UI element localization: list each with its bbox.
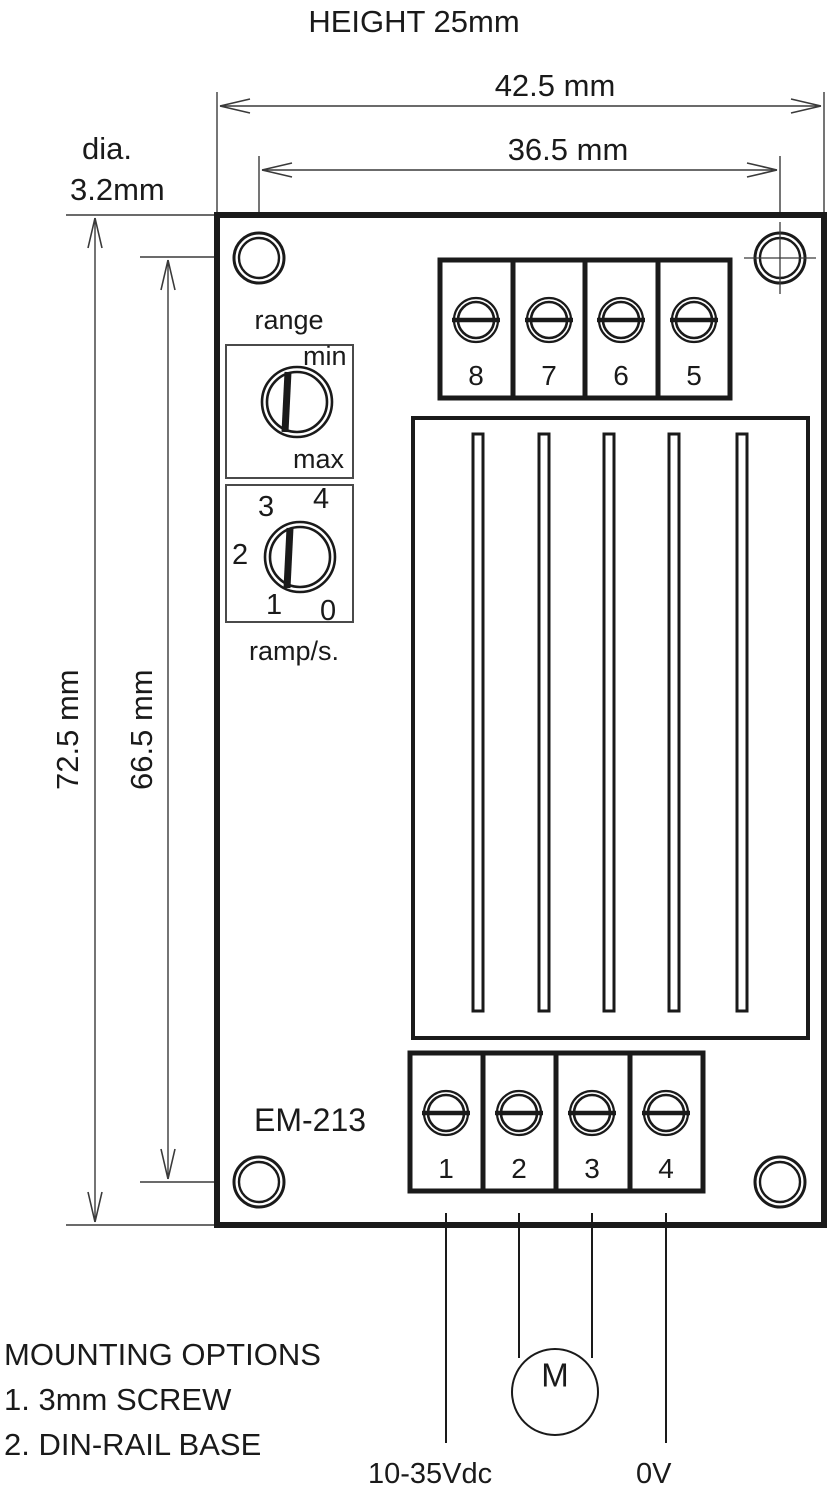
- ramp-dial-scale-0: 0: [320, 595, 337, 627]
- dim-overall-height-label: 72.5 mm: [50, 669, 85, 790]
- terminal-block-top: [437, 257, 733, 401]
- terminal-label-7: 7: [541, 360, 557, 391]
- ramp-dial-scale-1: 1: [266, 589, 283, 621]
- motor-symbol: [511, 1348, 599, 1436]
- mounting-hole-top-right: [744, 222, 816, 294]
- terminal-screw-4: [642, 1089, 690, 1137]
- terminal-label-6: 6: [613, 360, 629, 391]
- mounting-hole-bottom-right: [753, 1155, 807, 1209]
- dim-hole-spacing-height-label: 66.5 mm: [124, 669, 159, 790]
- range-dial-knob: [260, 365, 334, 439]
- terminal-screw-7: [525, 296, 573, 344]
- terminal-label-5: 5: [686, 360, 702, 391]
- mounting-option-1: 1. 3mm SCREW: [4, 1382, 232, 1417]
- terminal-screw-8: [452, 296, 500, 344]
- range-dial-scale-max: max: [293, 444, 345, 474]
- height-note: HEIGHT 25mm: [308, 4, 520, 39]
- terminal-label-1: 1: [438, 1153, 454, 1184]
- dim-hole-spacing-width: [258, 156, 781, 258]
- vent-slot: [667, 432, 681, 1013]
- terminal-screw-6: [597, 296, 645, 344]
- dim-overall-width-label: 42.5 mm: [494, 68, 616, 103]
- model-label: EM-213: [254, 1102, 367, 1138]
- terminal-label-8: 8: [468, 360, 484, 391]
- ramp-dial-scale-4: 4: [313, 483, 330, 515]
- dim-hole-diameter-label-line1: dia.: [82, 131, 132, 166]
- range-dial-caption: range: [254, 305, 324, 335]
- mounting-hole-top-left: [232, 231, 286, 285]
- dim-overall-width: [216, 92, 825, 218]
- vent-panel: [411, 416, 810, 1040]
- terminal-screw-1: [422, 1089, 470, 1137]
- ramp-dial-caption: ramp/s.: [248, 636, 340, 666]
- terminal-label-2: 2: [511, 1153, 527, 1184]
- terminal-block-bottom: [407, 1050, 706, 1194]
- vent-slot: [735, 432, 749, 1013]
- mounting-option-2: 2. DIN-RAIL BASE: [4, 1427, 262, 1462]
- dim-hole-spacing-width-label: 36.5 mm: [507, 132, 629, 167]
- terminal-label-4: 4: [658, 1153, 674, 1184]
- ground-label: 0V: [636, 1458, 672, 1490]
- dim-overall-height: [66, 214, 216, 1226]
- ramp-dial-scale-2: 2: [232, 539, 249, 571]
- range-dial-scale-min: min: [303, 341, 347, 371]
- motor-label: M: [541, 1356, 569, 1394]
- mounting-hole-bottom-left: [232, 1155, 286, 1209]
- wiring-lines: [445, 1213, 667, 1443]
- terminal-screw-5: [670, 296, 718, 344]
- vent-slot: [602, 432, 616, 1013]
- mounting-options-heading: MOUNTING OPTIONS: [4, 1337, 321, 1372]
- vent-slot: [537, 432, 551, 1013]
- supply-voltage-label: 10-35Vdc: [368, 1458, 493, 1490]
- terminal-screw-2: [495, 1089, 543, 1137]
- dim-hole-diameter-label-line2: 3.2mm: [70, 172, 165, 207]
- vent-slot: [471, 432, 485, 1013]
- ramp-dial-knob: [263, 520, 337, 594]
- ramp-dial-scale-3: 3: [258, 491, 275, 523]
- terminal-label-3: 3: [584, 1153, 600, 1184]
- terminal-screw-3: [568, 1089, 616, 1137]
